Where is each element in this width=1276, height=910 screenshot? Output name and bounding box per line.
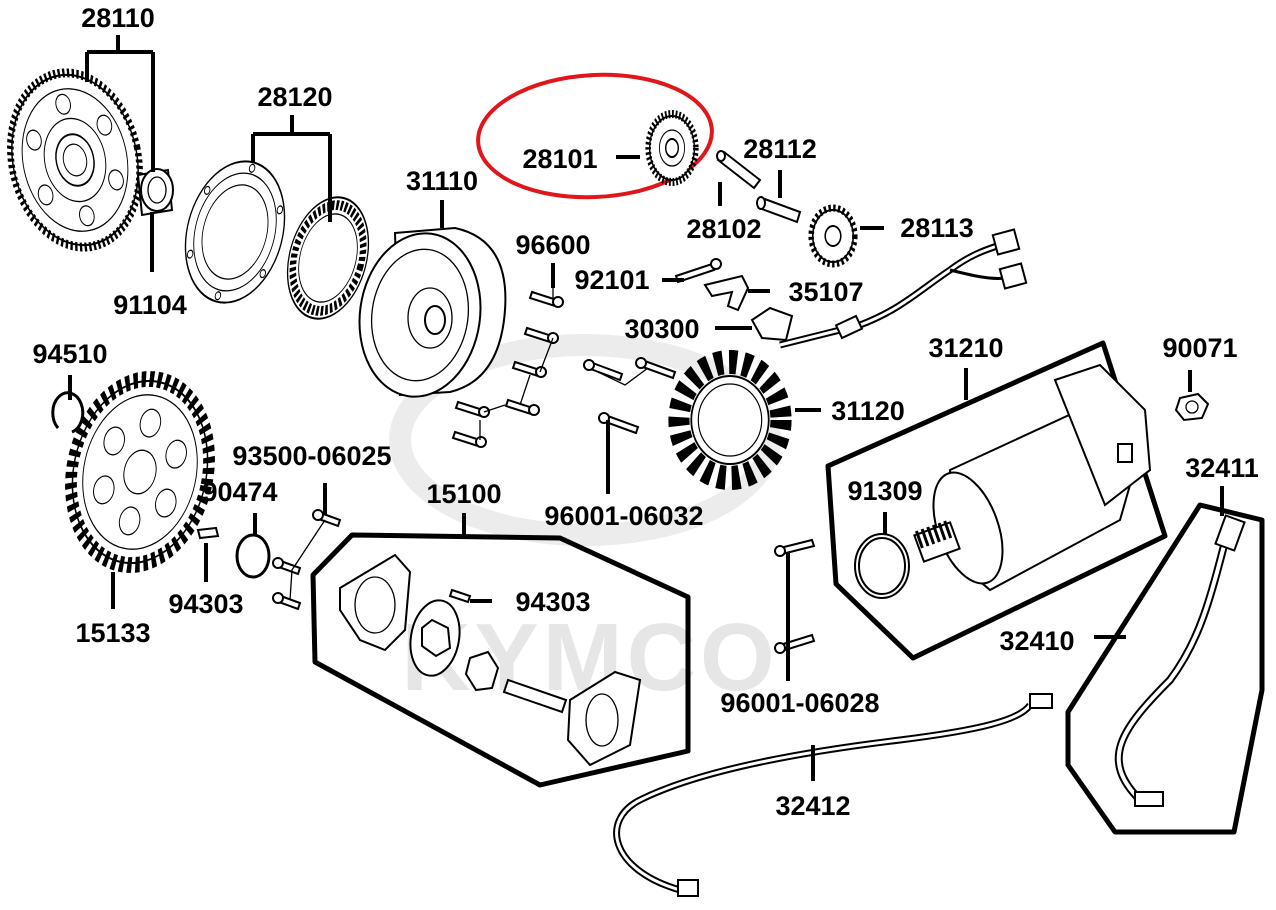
part-90071-nut (1174, 392, 1210, 422)
label-91104: 91104 (113, 290, 187, 320)
label-30300: 30300 (624, 314, 699, 344)
label-31210: 31210 (928, 333, 1003, 363)
label-93500-06025: 93500-06025 (232, 441, 391, 471)
part-94510-circlip (51, 391, 85, 434)
part-28113-gear (808, 204, 858, 268)
part-96001-06028-bolts (774, 538, 816, 654)
label-90071: 90071 (1162, 333, 1237, 363)
part-35107-clamp (703, 274, 750, 312)
label-96001-06028: 96001-06028 (720, 688, 879, 718)
part-90474-washer (235, 533, 271, 579)
label-32411: 32411 (1185, 453, 1259, 483)
label-92101: 92101 (574, 265, 649, 295)
label-91309: 91309 (847, 476, 922, 506)
label-28120: 28120 (257, 82, 332, 112)
label-15133: 15133 (75, 618, 150, 648)
part-31120-stator (668, 350, 792, 490)
part-93500-06025-bolts (272, 509, 342, 611)
label-96600: 96600 (515, 230, 590, 260)
part-31210-starter (913, 363, 1152, 592)
part-28120-flange (184, 160, 286, 304)
part-28112-pin (716, 150, 762, 190)
part-32410-cable (1114, 514, 1246, 807)
part-94303-pin-right (448, 588, 472, 604)
label-35107: 35107 (788, 277, 863, 307)
part-28110-gear (7, 68, 143, 252)
part-15133-gear (65, 371, 215, 573)
label-28113: 28113 (900, 213, 974, 243)
label-96001-06032: 96001-06032 (544, 501, 703, 531)
label-28112: 28112 (743, 134, 817, 164)
label-32410: 32410 (999, 626, 1074, 656)
part-91309-o-ring (854, 533, 910, 599)
part-28102-pin (756, 196, 802, 224)
part-15100-oil-pump (339, 553, 642, 767)
part-labels: 28110 91104 28120 31110 96600 92101 3510… (32, 3, 1258, 821)
label-31120: 31120 (831, 396, 905, 426)
label-28110: 28110 (81, 3, 155, 33)
label-32412: 32412 (775, 791, 850, 821)
part-96001-06032-bolts (583, 357, 677, 435)
leader-lines (68, 35, 1224, 781)
label-28101: 28101 (522, 144, 597, 174)
part-96600-bolts (451, 268, 564, 448)
group-31210-box (825, 340, 1168, 661)
part-32412-cable (613, 693, 1053, 897)
part-31110-flywheel (358, 226, 507, 398)
part-28120-one-way-clutch (286, 196, 370, 320)
label-94510: 94510 (32, 339, 107, 369)
label-90474: 90474 (202, 477, 277, 507)
group-32410-box (1065, 502, 1265, 835)
wire-harness (779, 228, 1028, 349)
part-91104-bearing (136, 168, 174, 217)
highlight-28101 (476, 72, 714, 200)
label-94303-right: 94303 (515, 587, 590, 617)
label-28102: 28102 (686, 214, 761, 244)
label-94303-left: 94303 (168, 589, 243, 619)
part-30300-pulser (750, 306, 794, 342)
label-31110: 31110 (406, 166, 478, 196)
label-15100: 15100 (426, 479, 501, 509)
group-15100-box (310, 532, 691, 788)
part-94303-pin-left (196, 526, 220, 540)
part-28101-gear (645, 110, 699, 186)
